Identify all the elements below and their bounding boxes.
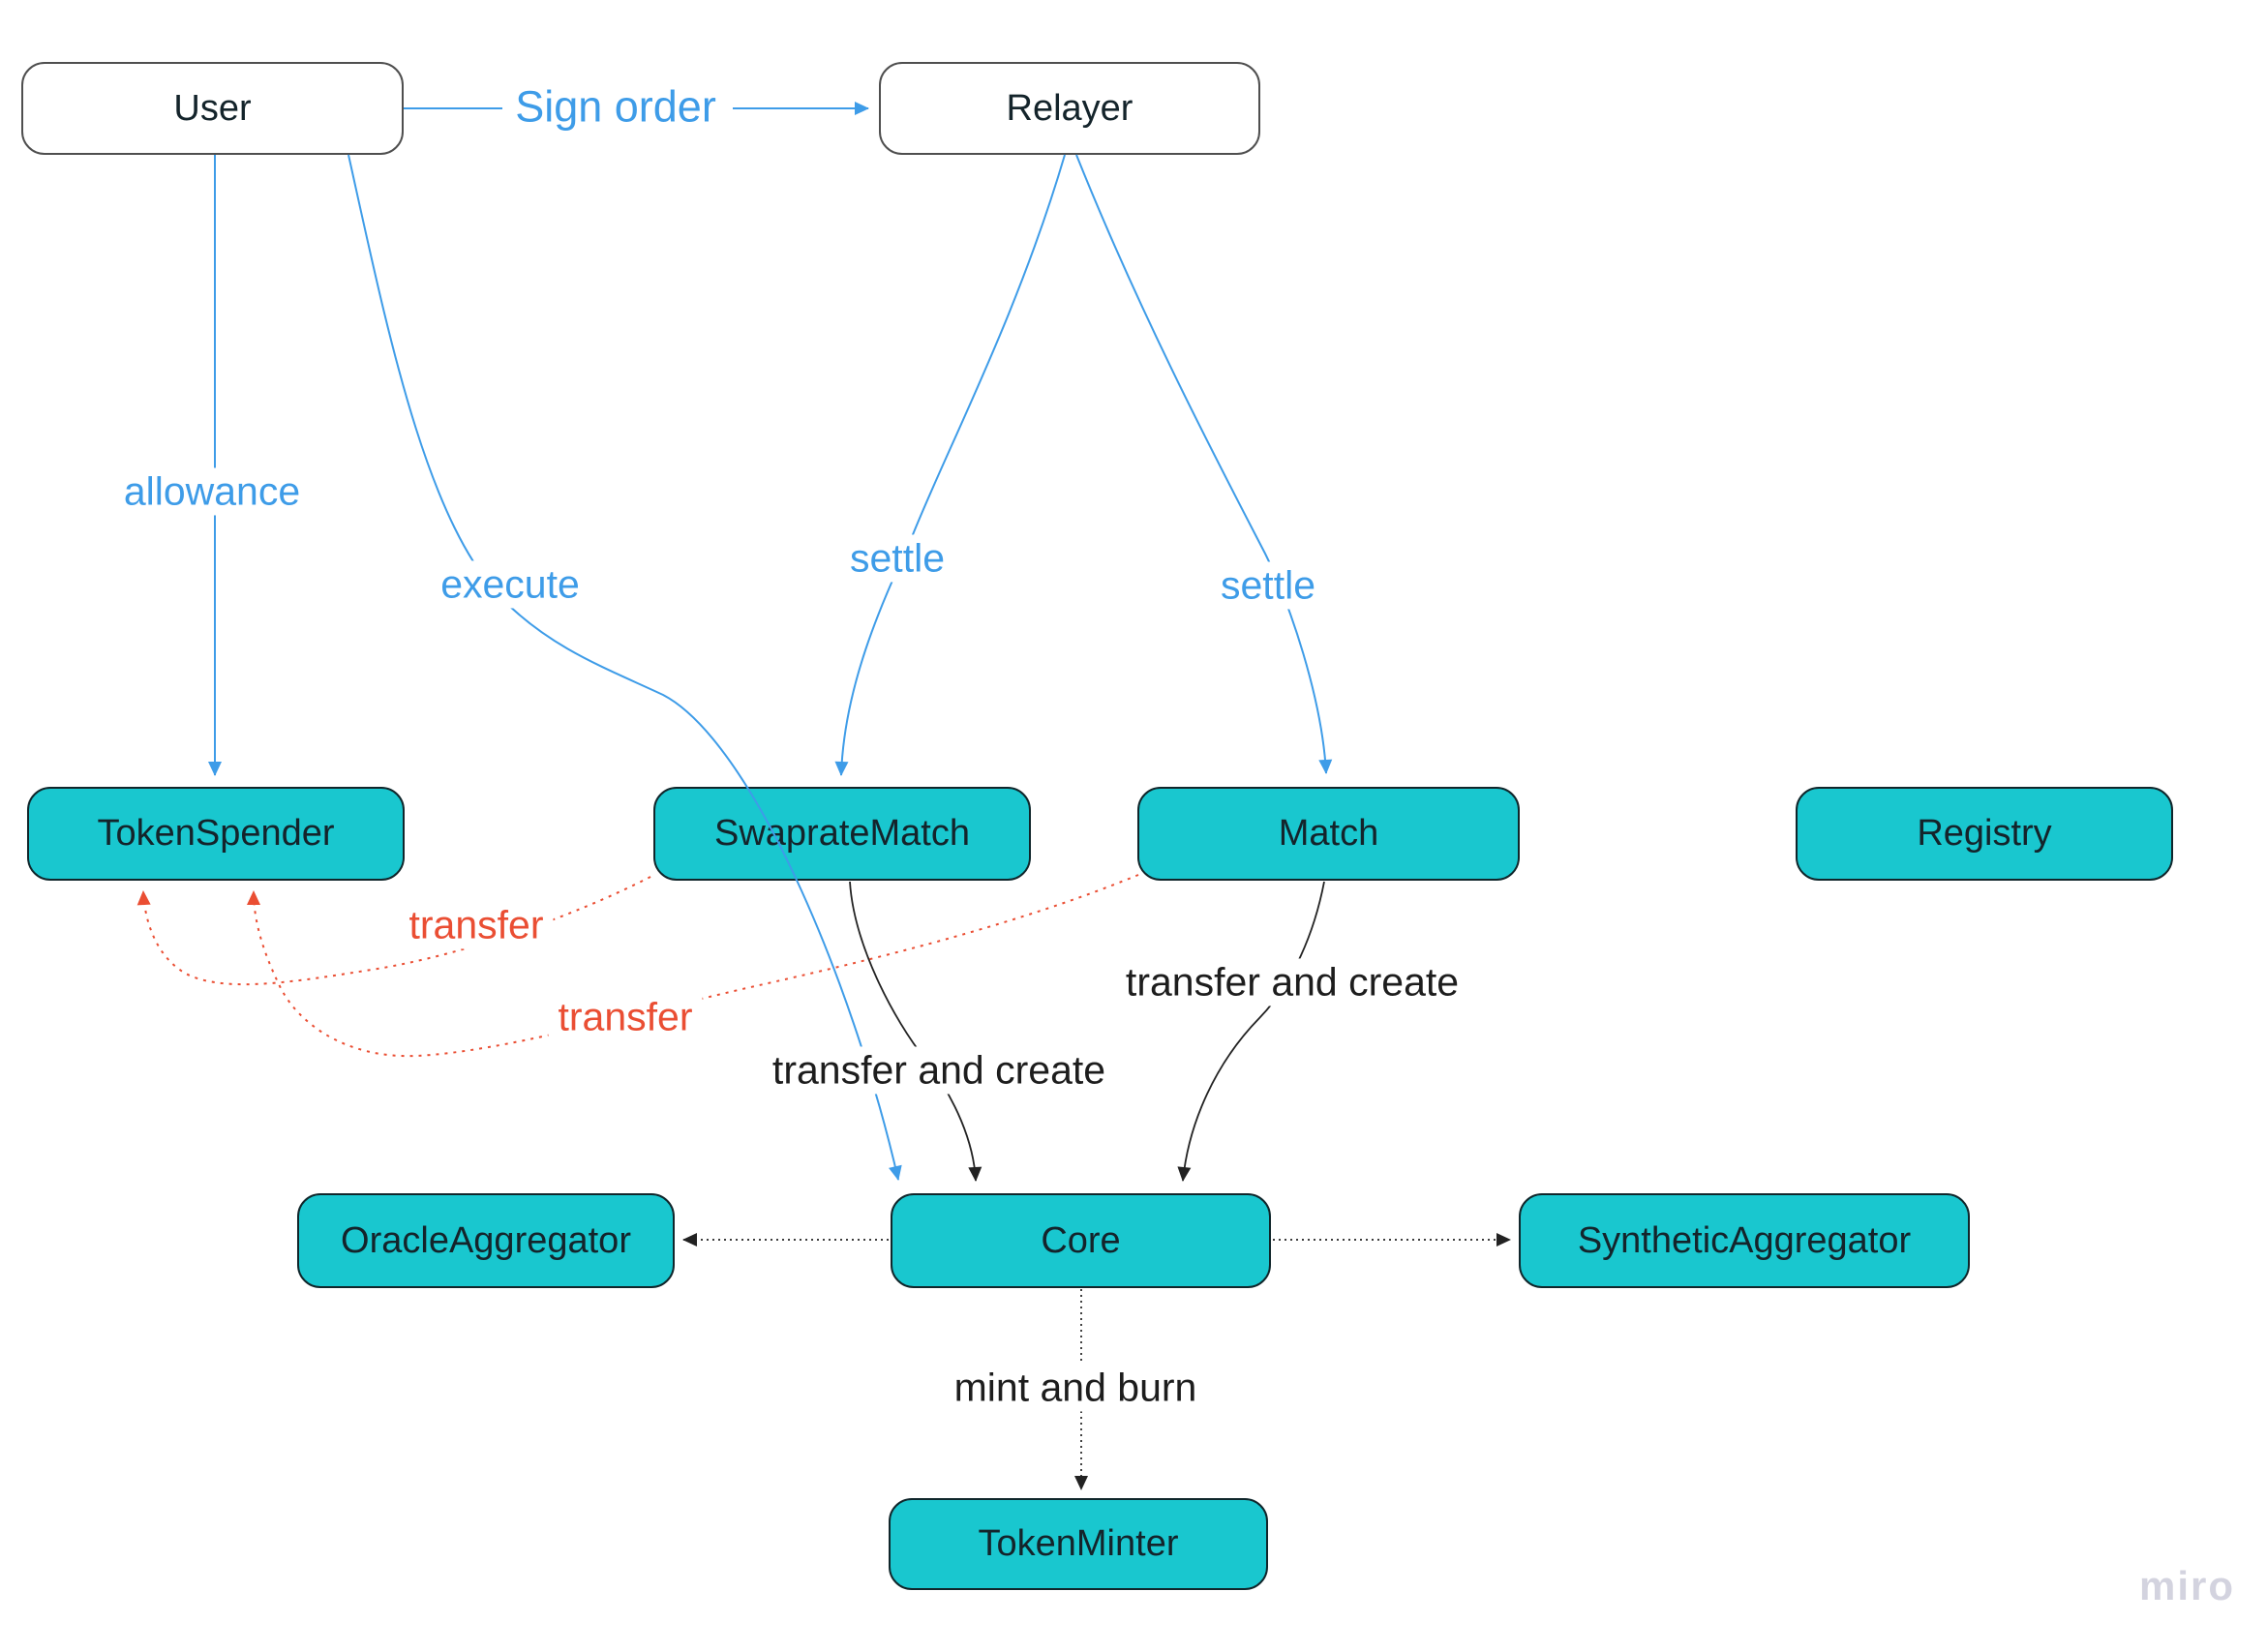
- node-token-spender[interactable]: TokenSpender: [27, 787, 405, 881]
- node-relayer[interactable]: Relayer: [879, 62, 1260, 155]
- edge-label-settle-left[interactable]: settle: [840, 534, 954, 583]
- edge-label-transfer-and-create-left[interactable]: transfer and create: [762, 1046, 1116, 1095]
- edge-label-execute[interactable]: execute: [431, 560, 589, 609]
- edge-swapratematch-tokenspender-transfer[interactable]: [136, 876, 651, 986]
- node-token-minter-label: TokenMinter: [978, 1523, 1179, 1564]
- node-core-label: Core: [1041, 1219, 1121, 1261]
- miro-watermark: miro: [2139, 1563, 2236, 1608]
- node-token-spender-label: TokenSpender: [97, 813, 335, 854]
- node-registry[interactable]: Registry: [1796, 787, 2173, 881]
- node-relayer-label: Relayer: [1006, 87, 1134, 129]
- edge-label-sign-order[interactable]: Sign order: [505, 80, 726, 133]
- node-synthetic-aggregator-label: SyntheticAggregator: [1577, 1219, 1912, 1261]
- edge-label-mint-and-burn[interactable]: mint and burn: [944, 1364, 1207, 1412]
- edge-label-transfer-upper[interactable]: transfer: [399, 901, 554, 949]
- node-swaprate-match-label: SwaprateMatch: [713, 813, 970, 854]
- node-swaprate-match[interactable]: SwaprateMatch: [653, 787, 1031, 881]
- node-oracle-aggregator-label: OracleAggregator: [341, 1219, 631, 1261]
- node-oracle-aggregator[interactable]: OracleAggregator: [297, 1193, 675, 1288]
- node-user[interactable]: User: [21, 62, 404, 155]
- edge-settle-right[interactable]: [1075, 154, 1333, 774]
- node-synthetic-aggregator[interactable]: SyntheticAggregator: [1519, 1193, 1970, 1288]
- edge-settle-left[interactable]: [834, 154, 1066, 776]
- edge-label-transfer-lower[interactable]: transfer: [548, 993, 703, 1041]
- edge-match-core[interactable]: [1177, 881, 1325, 1182]
- node-match[interactable]: Match: [1137, 787, 1520, 881]
- edge-label-transfer-and-create-right[interactable]: transfer and create: [1115, 958, 1469, 1006]
- edge-swapratematch-core[interactable]: [849, 881, 982, 1182]
- edge-label-settle-right[interactable]: settle: [1211, 561, 1325, 610]
- node-user-label: User: [173, 87, 252, 129]
- node-registry-label: Registry: [1917, 813, 2052, 854]
- node-core[interactable]: Core: [891, 1193, 1271, 1288]
- edge-label-allowance[interactable]: allowance: [113, 467, 311, 516]
- node-token-minter[interactable]: TokenMinter: [889, 1498, 1268, 1590]
- node-match-label: Match: [1278, 813, 1379, 854]
